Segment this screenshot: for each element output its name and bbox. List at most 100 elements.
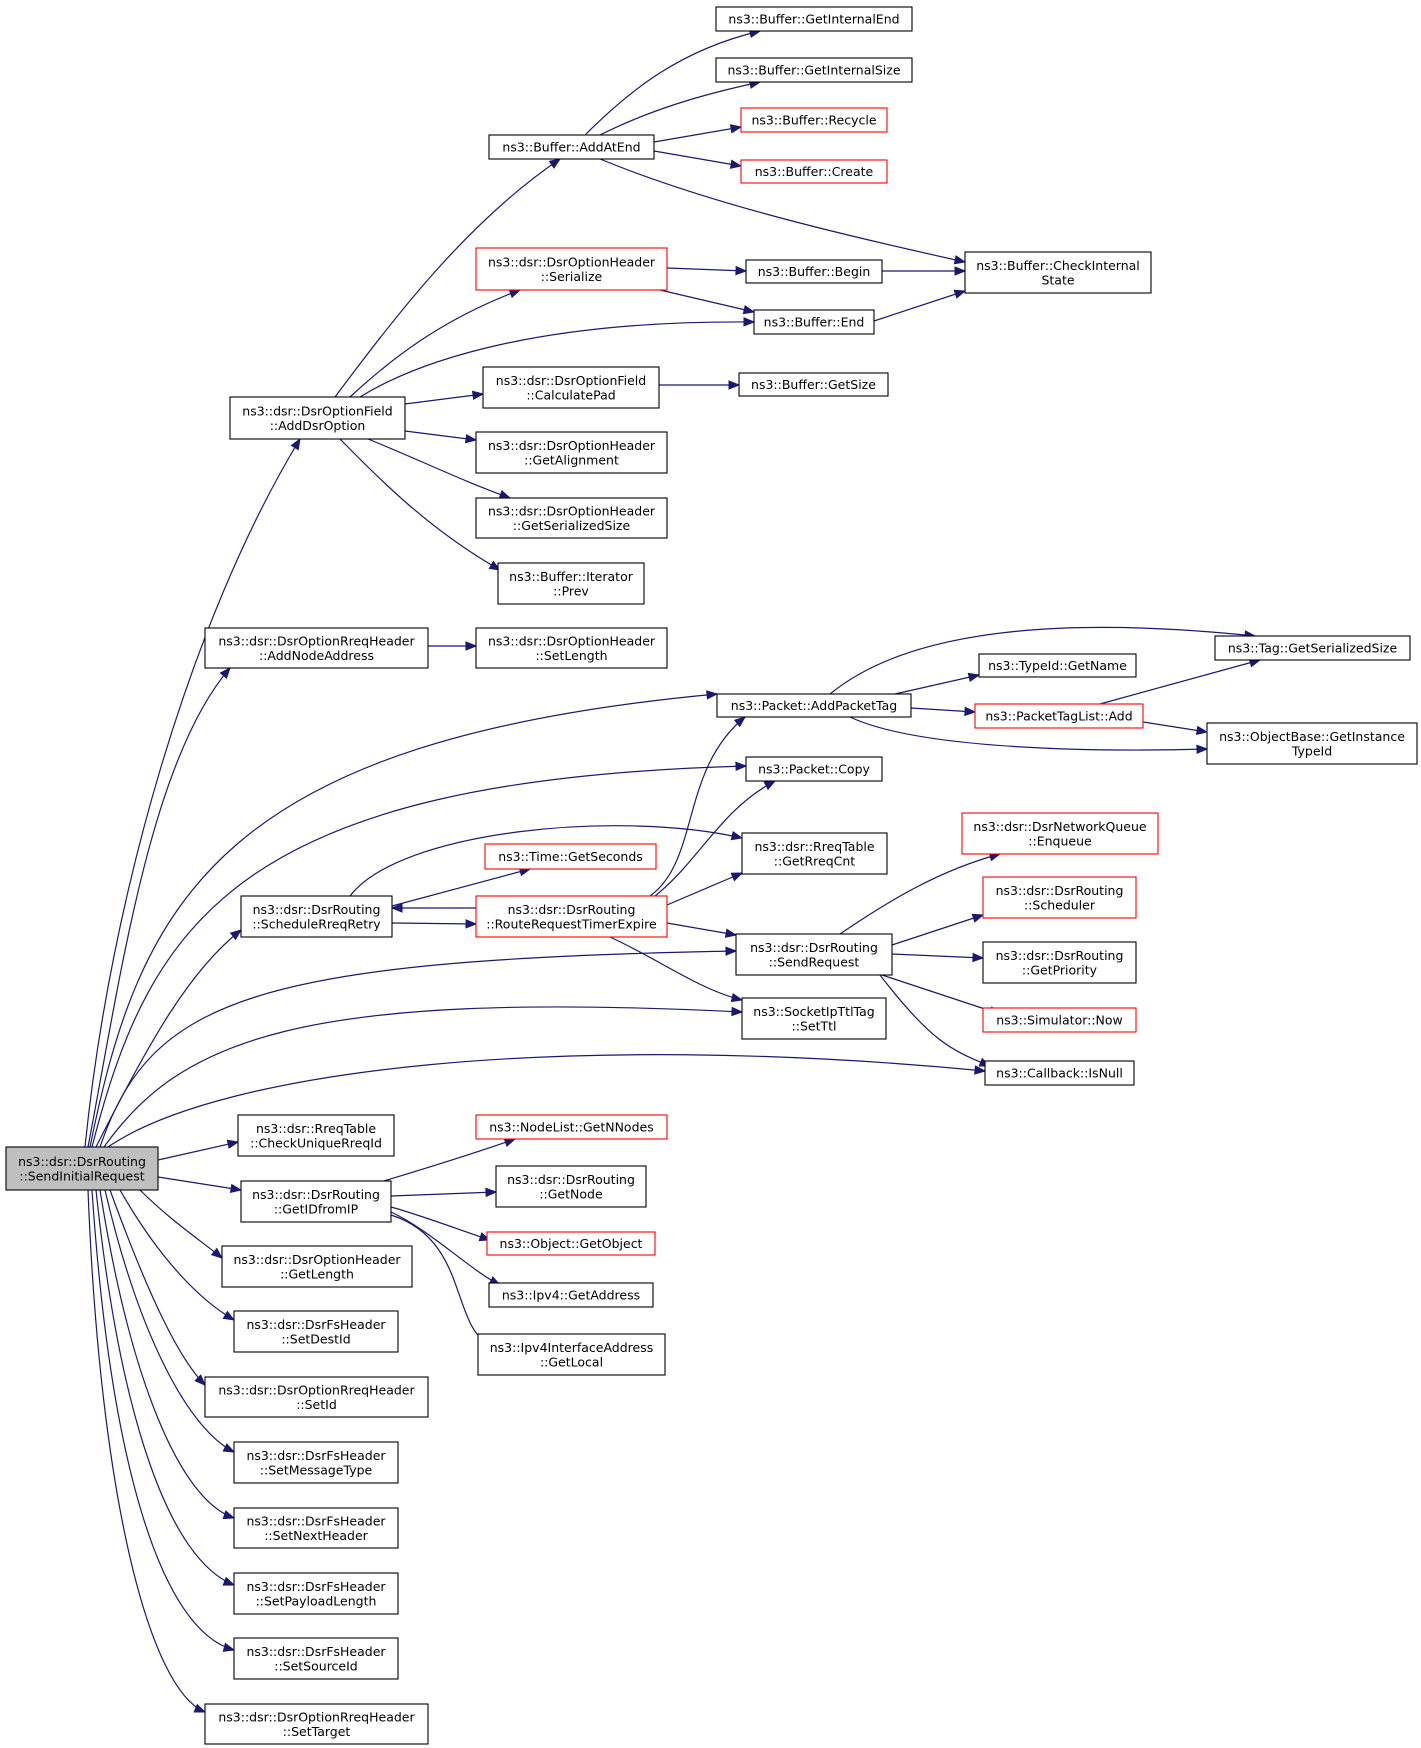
arrowhead-icon <box>465 919 478 929</box>
node-label: ::GetAlignment <box>524 452 619 467</box>
node-set-source-id[interactable]: ns3::dsr::DsrFsHeader::SetSourceId <box>233 1637 399 1680</box>
node-box <box>1214 635 1411 661</box>
node-label: State <box>1041 272 1074 287</box>
node-schedule-rreq-retry[interactable]: ns3::dsr::DsrRouting::ScheduleRreqRetry <box>240 895 393 938</box>
arrowhead-icon <box>229 1183 243 1194</box>
arrowhead-icon <box>508 289 522 299</box>
node-box <box>740 107 888 133</box>
node-get-rreq-cnt[interactable]: ns3::dsr::RreqTable::GetRreqCnt <box>741 832 888 875</box>
node-box <box>233 1572 399 1615</box>
edge-root-to-schedule-rreq-retry <box>95 929 243 1148</box>
node-create[interactable]: ns3::Buffer::Create <box>740 159 888 184</box>
node-send-request[interactable]: ns3::dsr::DsrRouting::SendRequest <box>735 933 893 976</box>
node-label: ns3::dsr::DsrOptionField <box>496 373 646 388</box>
node-box <box>482 366 660 409</box>
node-get-nnodes[interactable]: ns3::NodeList::GetNNodes <box>475 1114 668 1140</box>
node-set-payload-length[interactable]: ns3::dsr::DsrFsHeader::SetPayloadLength <box>233 1572 399 1615</box>
node-box <box>477 1333 666 1376</box>
node-simulator-now[interactable]: ns3::Simulator::Now <box>982 1007 1137 1033</box>
node-label: ns3::Buffer::End <box>764 315 865 330</box>
node-begin[interactable]: ns3::Buffer::Begin <box>745 259 883 284</box>
node-label: ns3::NodeList::GetNNodes <box>489 1120 653 1135</box>
node-label: ns3::dsr::DsrOptionRreqHeader <box>218 1709 415 1724</box>
node-add-at-end[interactable]: ns3::Buffer::AddAtEnd <box>488 134 655 160</box>
node-get-priority[interactable]: ns3::dsr::DsrRouting::GetPriority <box>982 941 1137 984</box>
node-tag-get-serialized-size[interactable]: ns3::Tag::GetSerializedSize <box>1214 635 1411 661</box>
node-route-request-timer-expire[interactable]: ns3::dsr::DsrRouting::RouteRequestTimerE… <box>475 895 668 938</box>
node-label: ::GetSerializedSize <box>513 518 631 533</box>
node-packet-copy[interactable]: ns3::Packet::Copy <box>745 756 883 782</box>
node-type-id-get-name[interactable]: ns3::TypeId::GetName <box>978 653 1137 678</box>
node-recycle[interactable]: ns3::Buffer::Recycle <box>740 107 888 133</box>
node-set-next-header[interactable]: ns3::dsr::DsrFsHeader::SetNextHeader <box>233 1507 399 1549</box>
node-get-internal-size[interactable]: ns3::Buffer::GetInternalSize <box>715 57 913 83</box>
node-box <box>753 309 875 335</box>
node-set-target[interactable]: ns3::dsr::DsrOptionRreqHeader::SetTarget <box>204 1703 429 1745</box>
node-box <box>715 57 913 83</box>
node-get-size[interactable]: ns3::Buffer::GetSize <box>738 372 889 397</box>
edge-add-dsr-option-to-get-alignment <box>404 430 478 444</box>
node-get-node[interactable]: ns3::dsr::DsrRouting::GetNode <box>495 1165 647 1208</box>
node-set-message-type[interactable]: ns3::dsr::DsrFsHeader::SetMessageType <box>233 1441 399 1484</box>
node-enqueue[interactable]: ns3::dsr::DsrNetworkQueue::Enqueue <box>961 812 1159 855</box>
arrowhead-icon <box>471 390 485 401</box>
node-serialize[interactable]: ns3::dsr::DsrOptionHeader::Serialize <box>475 247 668 291</box>
arrowhead-icon <box>706 690 719 700</box>
node-add-node-address[interactable]: ns3::dsr::DsrOptionRreqHeader::AddNodeAd… <box>204 627 429 669</box>
edge-add-dsr-option-to-end <box>359 317 756 398</box>
node-add-dsr-option[interactable]: ns3::dsr::DsrOptionField::AddDsrOption <box>229 396 406 440</box>
node-set-ttl[interactable]: ns3::SocketIpTtlTag::SetTtl <box>741 997 887 1040</box>
node-root[interactable]: ns3::dsr::DsrRouting::SendInitialRequest <box>5 1146 159 1191</box>
node-box <box>745 756 883 782</box>
node-ipv4-get-address[interactable]: ns3::Ipv4::GetAddress <box>488 1282 654 1308</box>
node-box <box>715 6 913 32</box>
node-box <box>740 159 888 184</box>
node-end[interactable]: ns3::Buffer::End <box>753 309 875 335</box>
node-label: ::CalculatePad <box>526 387 615 402</box>
node-set-id[interactable]: ns3::dsr::DsrOptionRreqHeader::SetId <box>204 1376 429 1418</box>
node-iface-get-local[interactable]: ns3::Ipv4InterfaceAddress::GetLocal <box>477 1333 666 1376</box>
node-box <box>495 1165 647 1208</box>
node-label: ns3::dsr::DsrOptionHeader <box>488 438 656 453</box>
node-label: ns3::TypeId::GetName <box>988 658 1127 673</box>
edge-root-to-add-packet-tag <box>89 690 719 1148</box>
node-label: ns3::Packet::Copy <box>758 762 870 777</box>
node-label: ns3::dsr::DsrOptionRreqHeader <box>218 1382 415 1397</box>
node-get-alignment[interactable]: ns3::dsr::DsrOptionHeader::GetAlignment <box>475 431 668 474</box>
node-time-get-seconds[interactable]: ns3::Time::GetSeconds <box>484 843 657 870</box>
node-box <box>982 876 1137 919</box>
node-box <box>204 1703 429 1745</box>
arrowhead-icon <box>730 831 744 841</box>
node-get-object[interactable]: ns3::Object::GetObject <box>486 1231 656 1256</box>
node-label: ns3::dsr::DsrOptionHeader <box>488 503 656 518</box>
node-box <box>475 895 668 938</box>
node-get-internal-end[interactable]: ns3::Buffer::GetInternalEnd <box>715 6 913 32</box>
node-calculate-pad[interactable]: ns3::dsr::DsrOptionField::CalculatePad <box>482 366 660 409</box>
node-get-serialized-size[interactable]: ns3::dsr::DsrOptionHeader::GetSerialized… <box>475 497 668 539</box>
arrowhead-icon <box>733 716 747 728</box>
node-set-dest-id[interactable]: ns3::dsr::DsrFsHeader::SetDestId <box>233 1310 399 1353</box>
node-packet-tag-list-add[interactable]: ns3::PacketTagList::Add <box>974 703 1144 729</box>
node-label: ns3::dsr::DsrRouting <box>507 1172 635 1187</box>
node-label: ns3::Ipv4::GetAddress <box>502 1288 640 1303</box>
node-label: ns3::dsr::DsrRouting <box>252 1187 380 1202</box>
node-check-unique-rreq-id[interactable]: ns3::dsr::RreqTable::CheckUniqueRreqId <box>237 1114 395 1157</box>
node-label: ::SendInitialRequest <box>19 1168 144 1183</box>
node-get-length[interactable]: ns3::dsr::DsrOptionHeader::GetLength <box>221 1245 413 1288</box>
node-add-packet-tag[interactable]: ns3::Packet::AddPacketTag <box>716 693 912 718</box>
arrowhead-icon <box>1195 725 1209 736</box>
node-set-length[interactable]: ns3::dsr::DsrOptionHeader::SetLength <box>475 627 668 669</box>
arrowhead-icon <box>743 317 756 327</box>
node-scheduler[interactable]: ns3::dsr::DsrRouting::Scheduler <box>982 876 1137 919</box>
node-box <box>982 1007 1137 1033</box>
node-callback-is-null[interactable]: ns3::Callback::IsNull <box>984 1060 1135 1086</box>
node-label: ns3::Buffer::AddAtEnd <box>502 140 640 155</box>
arrowhead-icon <box>485 1187 498 1198</box>
node-box <box>475 1114 668 1140</box>
node-label: ::SetLength <box>535 648 607 663</box>
arrowhead-icon <box>730 872 744 882</box>
node-get-idfrom-ip[interactable]: ns3::dsr::DsrRouting::GetIDfromIP <box>240 1180 392 1223</box>
node-iterator-prev[interactable]: ns3::Buffer::Iterator::Prev <box>497 562 645 605</box>
